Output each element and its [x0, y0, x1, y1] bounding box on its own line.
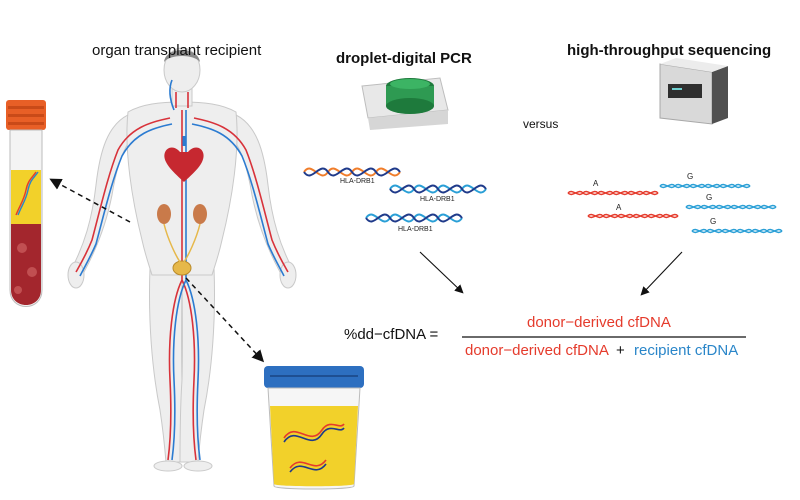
- arrow-body-to-tube: [49, 178, 131, 223]
- formula-denominator-donor: donor−derived cfDNA: [465, 342, 609, 359]
- circulatory-system: [75, 79, 289, 461]
- ddpcr-machine-icon: [361, 77, 449, 130]
- sequencing-reads: [567, 183, 783, 234]
- formula-numerator: donor−derived cfDNA: [527, 314, 671, 331]
- arrow-ddpcr-to-formula: [419, 251, 464, 294]
- hts-title: high-throughput sequencing: [567, 42, 772, 59]
- left-kidney-icon: [157, 204, 171, 224]
- arrow-body-to-cup: [185, 277, 265, 363]
- snp-label-a-1: A: [593, 179, 599, 188]
- snp-label-g-3: G: [710, 217, 717, 226]
- snp-label-g-1: G: [687, 172, 694, 181]
- ddpcr-dna-strand-2: [389, 184, 487, 194]
- snp-label-a-2: A: [616, 203, 622, 212]
- ddpcr-strand-label-2: HLA-DRB1: [420, 196, 455, 203]
- ddpcr-dna-strand-3: [365, 213, 463, 223]
- bladder-icon: [172, 260, 192, 276]
- sequencer-machine-icon: [659, 58, 728, 125]
- right-kidney-icon: [193, 204, 207, 224]
- formula-lhs: %dd−cfDNA =: [344, 326, 439, 343]
- formula-denominator-recipient: recipient cfDNA: [634, 342, 739, 359]
- arrow-sequencing-to-formula: [640, 251, 683, 296]
- recipient-title: organ transplant recipient: [92, 42, 262, 59]
- heart-icon: [164, 136, 204, 182]
- ddpcr-strand-label-1: HLA-DRB1: [340, 178, 375, 185]
- ddpcr-strand-label-3: HLA-DRB1: [398, 226, 433, 233]
- ddpcr-dna-strand-1: [303, 167, 401, 177]
- formula-plus: +: [616, 342, 625, 359]
- urine-sample-cup: [264, 366, 364, 490]
- ddpcr-title: droplet-digital PCR: [336, 50, 472, 67]
- versus-label: versus: [523, 117, 559, 131]
- blood-collection-tube: [6, 100, 46, 307]
- snp-label-g-2: G: [706, 193, 713, 202]
